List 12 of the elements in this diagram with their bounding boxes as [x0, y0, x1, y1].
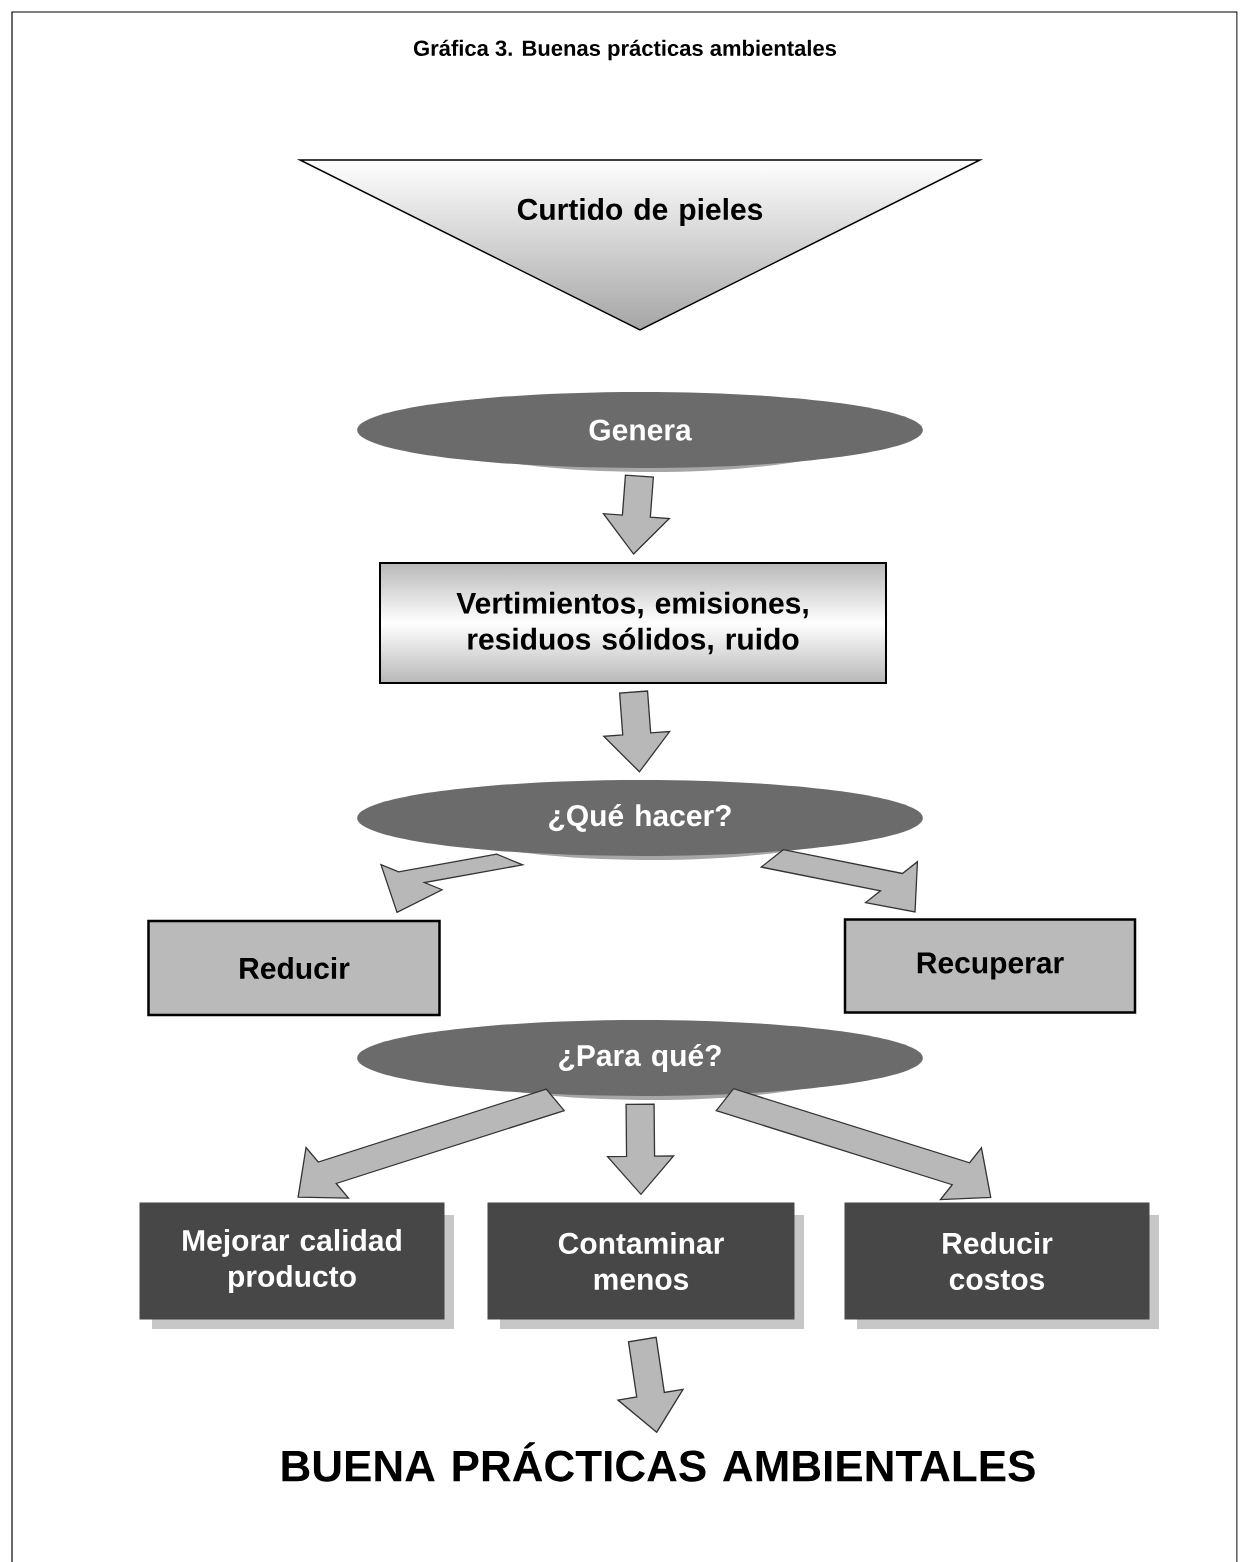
block-arrow — [616, 1336, 685, 1434]
process-box: Reducir costos — [844, 1202, 1159, 1329]
block-arrow — [606, 1103, 675, 1196]
title: Gráfica 3. Buenas prácticas ambientales — [413, 39, 836, 61]
process-box: Mejorar calidad producto — [139, 1202, 454, 1329]
process-box: Vertimientos, emisiones, residuos sólidos, ruido — [379, 562, 887, 684]
process-box: Contaminar menos — [487, 1202, 804, 1329]
process-box: Recuperar — [843, 918, 1137, 1014]
block-arrow — [602, 474, 671, 555]
process-box: Reducir — [147, 919, 441, 1017]
block-arrow — [602, 690, 671, 773]
heading-text: BUENA PRÁCTICAS AMBIENTALES — [282, 1442, 1035, 1482]
